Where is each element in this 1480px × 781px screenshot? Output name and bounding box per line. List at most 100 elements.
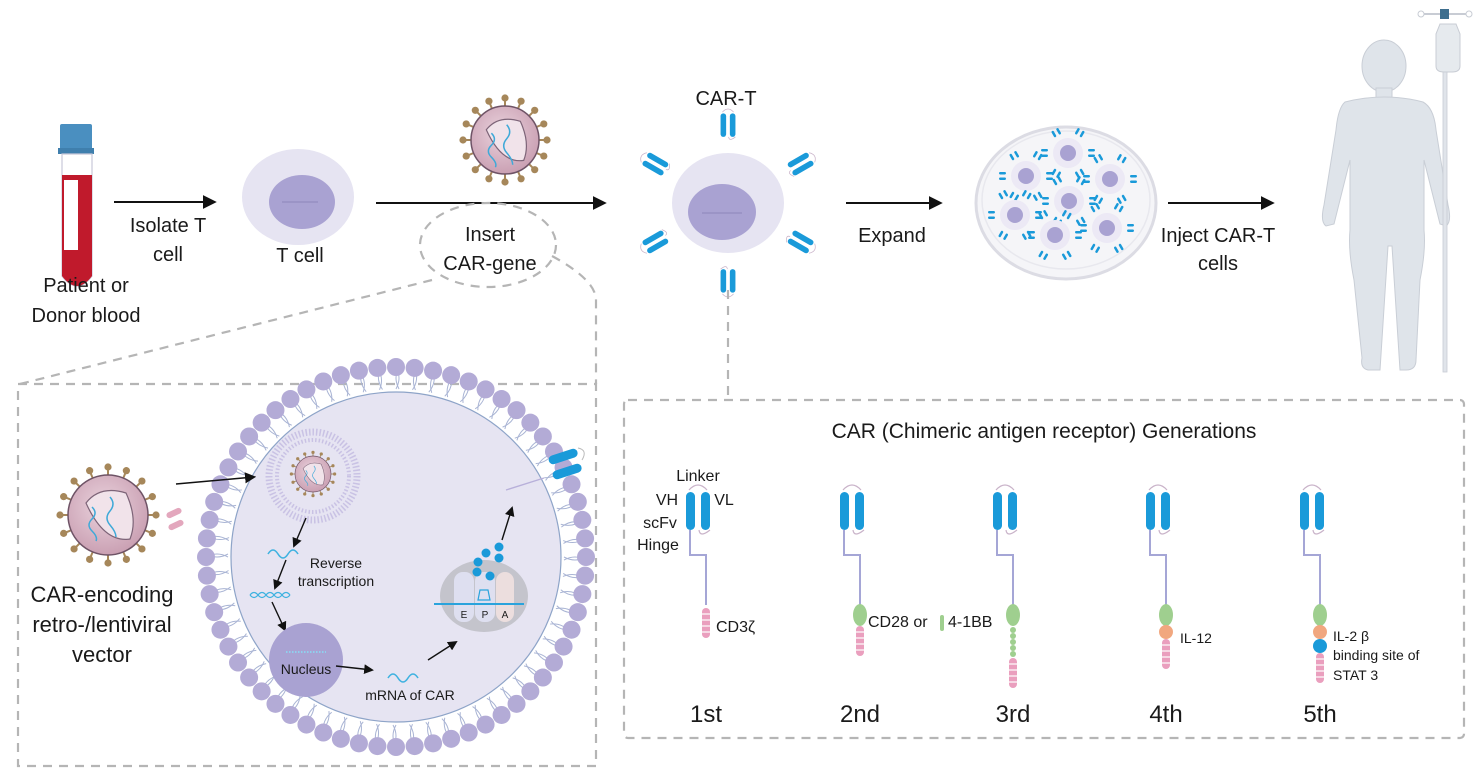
hinge-label: Hinge — [637, 537, 679, 554]
cd3z-domain-icon — [1162, 639, 1170, 669]
virus-spike — [459, 136, 467, 144]
virus-spike — [540, 152, 548, 160]
isolate-label-line1: Isolate T — [130, 215, 206, 237]
virus-spike — [517, 175, 525, 183]
gen-label-1st: 1st — [690, 701, 722, 728]
virus-spike — [148, 529, 156, 537]
car-construct-1st — [685, 484, 711, 638]
virus-spike — [122, 555, 130, 563]
viral-vector-icon — [56, 463, 160, 567]
virus-spike — [319, 452, 323, 456]
lipid-head — [240, 427, 259, 446]
hinge-tm-icon — [996, 530, 1014, 605]
virus-spike — [531, 106, 539, 114]
mrna-label: mRNA of CAR — [365, 687, 454, 703]
virus-spike — [517, 97, 525, 105]
lipid-head — [568, 603, 587, 622]
lipid-head — [459, 723, 478, 742]
arrow-rt — [273, 559, 287, 590]
arrow-transcribe — [335, 664, 374, 675]
lipid-head — [507, 694, 526, 713]
isolate-label-line2: cell — [153, 244, 183, 266]
lipid-head — [314, 723, 333, 742]
lipid-head — [476, 715, 495, 734]
scfv-icon — [992, 484, 1018, 535]
virus-spike — [485, 97, 493, 105]
cd3z-domain-icon — [856, 626, 864, 656]
ribosome-site-e: E — [461, 610, 468, 621]
virus-spike — [471, 166, 479, 174]
lipid-head — [349, 361, 368, 380]
lipid-head — [554, 637, 573, 656]
lipid-head — [507, 401, 526, 420]
lipid-head — [405, 737, 424, 756]
expanded-car-t-cell — [1061, 193, 1077, 209]
virus-spike — [501, 178, 509, 186]
lipid-head — [219, 637, 238, 656]
lipid-head — [577, 548, 595, 566]
stat3-site-icon — [1313, 639, 1327, 653]
lipid-head — [200, 510, 219, 529]
gen2-cd28-label: CD28 or — [868, 614, 928, 631]
virus-spike — [462, 152, 470, 160]
cd3z-domain-icon — [1316, 653, 1324, 683]
lipid-head — [459, 372, 478, 391]
ribosome-site-a: A — [502, 610, 509, 621]
virus-spike — [540, 120, 548, 128]
virus-spike — [462, 120, 470, 128]
virus-spike — [326, 457, 330, 461]
virus-spike — [148, 493, 156, 501]
lipid-head — [568, 492, 587, 511]
car-t-cell-icon — [637, 108, 819, 298]
virus-spike — [122, 467, 130, 475]
viral-rna-icon — [267, 549, 299, 559]
domain-41bb-icon — [1010, 651, 1016, 657]
virus-spike — [70, 545, 78, 553]
virus-spike — [332, 472, 337, 476]
virus-spike — [471, 106, 479, 114]
lipid-head — [492, 705, 511, 724]
car-receptor-icon — [637, 227, 672, 257]
reverse-label-line2: transcription — [298, 573, 374, 589]
virus-spike — [291, 480, 295, 484]
gen5-il2b-label: IL-2 β — [1333, 628, 1369, 644]
virus-spike — [331, 464, 335, 468]
nucleus-icon — [269, 623, 343, 697]
lipid-head — [424, 361, 443, 380]
mrna-icon — [387, 673, 419, 683]
scfv-icon — [685, 484, 711, 535]
lipid-head — [205, 492, 224, 511]
lipid-head — [219, 458, 238, 477]
virus-spike — [296, 457, 300, 461]
t-cell-label: T cell — [276, 245, 323, 267]
car-receptor-icon — [720, 108, 736, 140]
costim-domain-icon — [1159, 604, 1173, 626]
car-construct-4th — [1145, 484, 1173, 669]
lipid-head — [405, 358, 424, 377]
vector-label-line3: vector — [72, 642, 132, 667]
lipid-head — [331, 729, 350, 748]
gen4-il12-label: IL-12 — [1180, 630, 1212, 646]
lipid-head — [197, 529, 216, 548]
lipid-head — [297, 380, 316, 399]
nucleus-label: Nucleus — [281, 661, 332, 677]
expanded-car-t-cell — [1102, 171, 1118, 187]
blood-label-line1: Patient or — [43, 275, 129, 297]
insert-label-line2: CAR-gene — [443, 253, 536, 275]
iv-drip-icon — [1417, 9, 1473, 373]
lipid-head — [197, 566, 216, 585]
lipid-head — [521, 413, 540, 432]
lipid-head — [205, 603, 224, 622]
connector-left — [19, 278, 433, 386]
gen-label-2nd: 2nd — [840, 701, 880, 728]
virus-spike — [138, 477, 146, 485]
domain-41bb-icon — [1010, 627, 1016, 633]
lipid-head — [562, 620, 581, 639]
domain-41bb-icon — [1010, 645, 1016, 651]
vl-label: VL — [714, 492, 734, 509]
gen5-stat3-label-2: STAT 3 — [1333, 667, 1378, 683]
generations-box — [622, 398, 1466, 740]
lipid-head — [442, 729, 461, 748]
hinge-tm-icon — [843, 530, 861, 605]
